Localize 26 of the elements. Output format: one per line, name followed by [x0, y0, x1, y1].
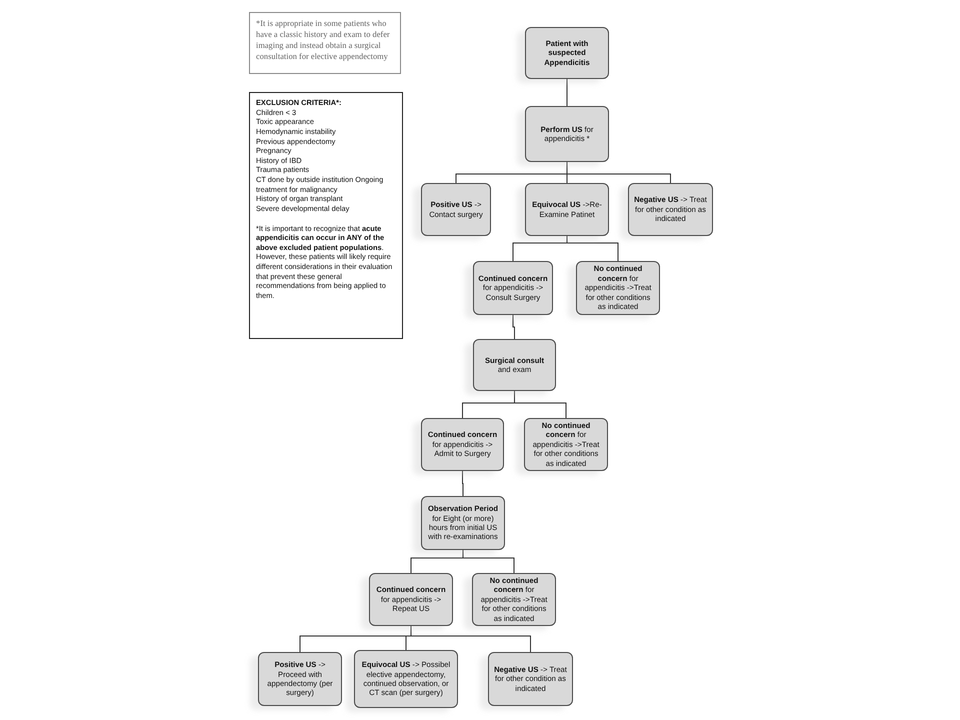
process-box — [421, 183, 491, 236]
process-box — [525, 27, 609, 79]
process-box — [369, 573, 453, 626]
note-box — [249, 12, 401, 74]
connector-line — [566, 162, 671, 184]
note-text: *It is appropriate in some patients who have a classic history and exam to defer imaging and instead obtain a surgical consultation for elective appendectomy — [256, 19, 391, 63]
connector-line — [410, 626, 531, 652]
process-box — [525, 183, 609, 236]
process-box — [258, 652, 342, 706]
connector-line — [514, 390, 566, 418]
connector-line — [512, 314, 515, 340]
process-box — [628, 183, 713, 236]
connector-line — [566, 78, 568, 106]
process-box — [473, 339, 556, 391]
connector-line — [462, 470, 464, 496]
process-box — [576, 261, 660, 315]
process-box — [473, 261, 553, 315]
connector-line — [462, 550, 514, 574]
process-box — [525, 106, 609, 162]
process-box — [354, 650, 458, 708]
process-box — [472, 573, 556, 626]
process-box — [421, 418, 504, 471]
criteria-box — [249, 92, 403, 339]
process-box — [524, 418, 608, 471]
process-box — [488, 652, 573, 706]
process-box — [421, 496, 505, 550]
